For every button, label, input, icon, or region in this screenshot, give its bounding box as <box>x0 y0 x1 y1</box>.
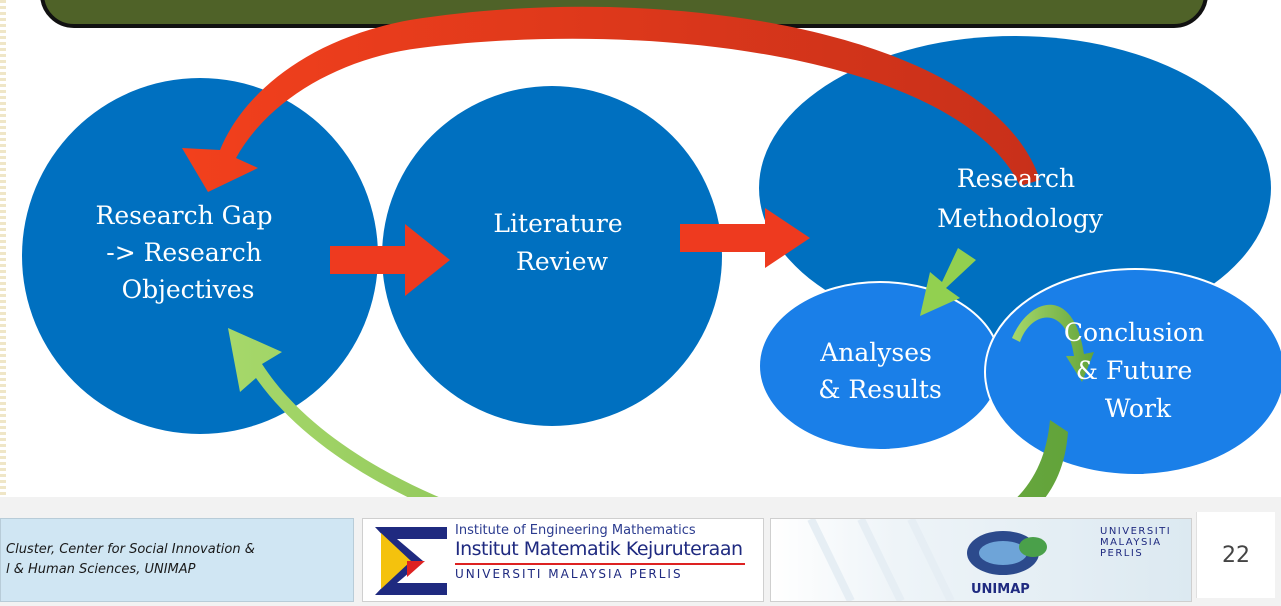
red-return-arrow <box>182 6 1040 192</box>
footer-cluster-panel <box>0 518 354 602</box>
sigma-logo-icon <box>375 527 447 595</box>
imk-divider <box>455 563 745 565</box>
node-research-methodology <box>759 36 1271 340</box>
svg-text:UNIMAP: UNIMAP <box>971 582 1030 597</box>
label-literature-review: Literature Review <box>493 209 630 276</box>
imk-english-name: Institute of Engineering Mathematics <box>455 523 696 538</box>
unimap-logo-panel: UNIMAP <box>770 518 1192 602</box>
arrow-gap-to-review <box>330 224 450 296</box>
arrow-analyses-to-conclusion <box>1012 304 1094 382</box>
imk-malay-name: Institut Matematik Kejuruteraan <box>455 538 743 560</box>
imk-university-name: UNIVERSITI MALAYSIA PERLIS <box>455 567 683 581</box>
label-research-gap: Research Gap -> Research Objectives <box>96 201 281 304</box>
unimap-emblem-icon: UNIMAP <box>807 519 1047 601</box>
node-literature-review <box>382 86 722 426</box>
footer-cluster-text: Cluster, Center for Social Innovation & … <box>6 542 255 577</box>
arrow-methodology-to-analyses <box>920 248 976 316</box>
slide-left-edge <box>0 0 6 606</box>
label-conclusion-future-work: Conclusion & Future Work <box>1064 318 1212 423</box>
label-research-methodology: Research Methodology <box>937 164 1104 233</box>
imk-logo: Institute of Engineering Mathematics Ins… <box>362 518 764 602</box>
node-research-gap <box>22 78 378 434</box>
label-analyses-results: Analyses & Results <box>818 338 942 404</box>
arrow-review-to-methodology <box>680 208 810 268</box>
unimap-university-name: UNIVERSITI MALAYSIA PERLIS <box>1100 526 1172 559</box>
slide-page-number: 22 <box>1196 512 1275 598</box>
